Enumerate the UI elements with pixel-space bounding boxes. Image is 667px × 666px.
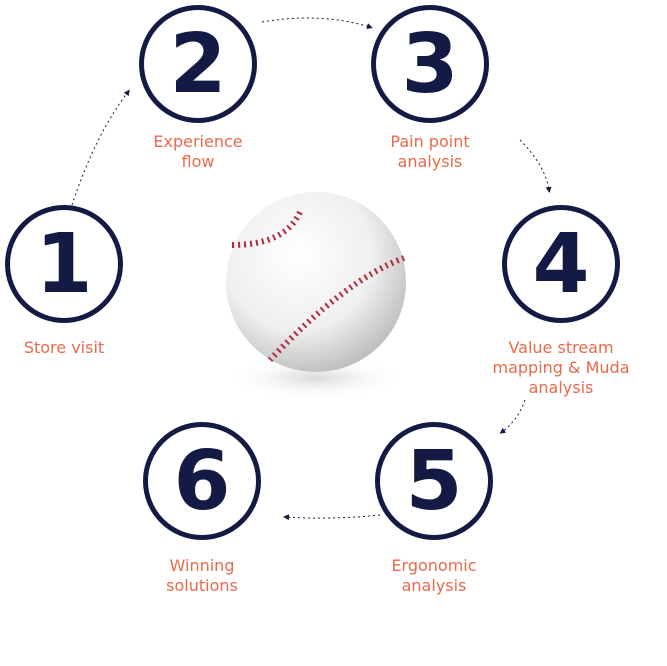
step-5-number: 5 [405,434,463,529]
ball [226,192,406,372]
connector-2-3 [261,17,373,30]
step-6-label: Winning solutions [166,556,238,595]
step-5-circle: 5 [375,422,493,540]
step-3-number: 3 [401,17,459,112]
step-1-number: 1 [35,217,93,312]
step-6-circle: 6 [143,422,261,540]
step-1-label: Store visit [23,338,105,357]
step-1-circle: 1 [5,205,123,323]
step-6-number: 6 [173,434,231,529]
ball-seam-bottom [267,255,406,363]
step-3-label: Pain point analysis [390,132,470,171]
step-2-label: Experience flow [153,132,243,171]
connector-1-2 [71,89,130,206]
step-5-label: Ergonomic analysis [391,556,477,595]
ball-reflection [221,356,411,400]
connector-3-4 [519,139,552,193]
step-4-circle: 4 [502,205,620,323]
connector-5-6 [283,514,381,521]
step-3-circle: 3 [371,5,489,123]
step-2-number: 2 [169,17,227,112]
ball-seam-top [231,210,303,248]
connector-4-5 [499,399,526,434]
step-4-number: 4 [532,217,590,312]
step-2-circle: 2 [139,5,257,123]
baseball-image [221,192,411,400]
step-4-label: Value stream mapping & Muda analysis [492,338,630,397]
